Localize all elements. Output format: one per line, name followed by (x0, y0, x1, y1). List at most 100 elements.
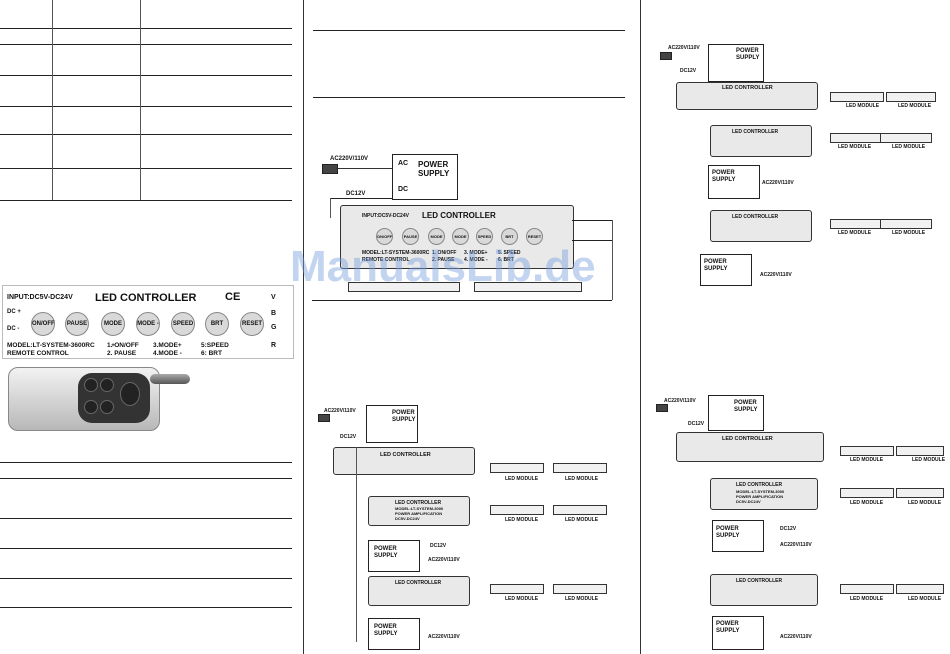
led-module (840, 584, 894, 594)
button-brt[interactable]: BRT (205, 312, 229, 336)
ac-input-label: AC220V/110V (780, 542, 812, 548)
led-module (490, 505, 544, 515)
led-module-label: LED MODULE (908, 500, 942, 506)
button-mode-plus[interactable]: MODE + (101, 312, 125, 349)
power-supply-label: POWER SUPPLY (704, 259, 728, 272)
button-pause[interactable]: PAUSE (65, 312, 89, 336)
remote-key (120, 382, 140, 406)
amplifier-unit (368, 576, 470, 606)
ce-mark: CE (225, 291, 241, 303)
panel-f6: 6: BRT (201, 350, 222, 357)
panel-f4: 4.MODE - (153, 350, 182, 357)
led-module (886, 92, 936, 102)
power-supply-label: POWER SUPPLY (712, 170, 736, 183)
power-supply-label: POWER SUPPLY (734, 400, 758, 413)
led-module (348, 282, 460, 292)
diagram-button: ON/OFF (376, 228, 393, 245)
led-module (896, 488, 944, 498)
led-module (896, 446, 944, 456)
diagram-button: PAUSE (402, 228, 419, 245)
led-module-label: LED MODULE (565, 476, 599, 482)
ac-input-label: AC220V/110V (762, 180, 794, 186)
controller-f6: 6. BRT (498, 257, 514, 263)
power-supply-box (708, 44, 764, 82)
controller-panel-photo: INPUT:DC5V-DC24V LED CONTROLLER CE V B G… (2, 285, 294, 359)
led-module (880, 219, 932, 229)
controller-title: LED CONTROLLER (722, 85, 773, 91)
led-module-label: LED MODULE (892, 230, 926, 236)
ac-input-label: AC220V/110V (664, 398, 696, 404)
dc12v-label: DC12V (680, 68, 697, 74)
dc12v-label: DC12V (688, 421, 705, 427)
diagram-button: RESET (526, 228, 543, 245)
led-module (553, 463, 607, 473)
power-supply-label: POWER SUPPLY (392, 410, 416, 423)
led-module-label: LED MODULE (565, 517, 599, 523)
panel-input-label: INPUT:DC5V-DC24V (7, 294, 73, 301)
led-module (490, 463, 544, 473)
led-module-label: LED MODULE (898, 103, 932, 109)
panel-f3: 3.MODE+ (153, 342, 182, 349)
remote-key (100, 378, 114, 392)
controller-title: LED CONTROLLER (422, 211, 496, 220)
ac-input-label: AC220V/110V (330, 156, 369, 162)
led-module-label: LED MODULE (505, 476, 539, 482)
amplifier-unit (710, 210, 812, 242)
button-mode-minus[interactable]: MODE - (136, 312, 160, 336)
led-module-label: LED MODULE (850, 457, 884, 463)
led-module (490, 584, 544, 594)
controller-f4: 4. MODE - (464, 257, 488, 263)
power-supply-box (708, 395, 764, 431)
amplifier-unit (368, 496, 470, 526)
power-supply-box (366, 405, 418, 443)
power-supply-box (700, 254, 752, 286)
panel-remote: REMOTE CONTROL (7, 350, 69, 357)
ac-input-label: AC220V/110V (780, 634, 812, 640)
amplifier-unit (710, 125, 812, 157)
power-supply-label: POWER SUPPLY (374, 624, 398, 637)
controller-input-label: INPUT:DC5V-DC24V (362, 213, 409, 219)
panel-dc-plus: DC + (7, 309, 21, 315)
led-module-label: LED MODULE (892, 144, 926, 150)
diagram-button: BRT (501, 228, 518, 245)
remote-key (100, 400, 114, 414)
power-supply-label: POWER SUPPLY (418, 160, 450, 178)
dc12v-label: DC12V (430, 543, 447, 549)
ac-terminal-label: AC (398, 160, 409, 167)
led-module-label: LED MODULE (850, 500, 884, 506)
controller-title: LED CONTROLLER (380, 452, 431, 458)
panel-b-label: B (271, 310, 277, 317)
button-speed[interactable]: SPEED (171, 312, 195, 336)
diagram-button: MODE (428, 228, 445, 245)
diagram-button: SPEED (476, 228, 493, 245)
led-module (840, 488, 894, 498)
led-module-label: LED MODULE (846, 103, 880, 109)
amplifier-title: LED CONTROLLER (732, 214, 779, 220)
power-supply-label: POWER SUPPLY (736, 48, 760, 61)
led-module-label: LED MODULE (505, 596, 539, 602)
panel-g-label: G (271, 324, 277, 331)
led-module-label: LED MODULE (838, 230, 872, 236)
led-module (553, 505, 607, 515)
amplifier-power: POWER AMPLIFICATION (736, 494, 784, 499)
led-module (830, 219, 884, 229)
power-supply-label: POWER SUPPLY (716, 621, 740, 634)
diagram-button: MODE (452, 228, 469, 245)
button-on-off[interactable]: ON/OFF (31, 312, 55, 336)
led-module (830, 133, 884, 143)
dc12v-label: DC12V (340, 434, 357, 440)
button-reset[interactable]: RESET (240, 312, 264, 336)
led-module (830, 92, 884, 102)
led-module (880, 133, 932, 143)
ac-plug (318, 414, 330, 422)
power-supply-box (708, 165, 760, 199)
amplifier-power: POWER AMPLIFICATION (395, 511, 443, 516)
led-module-label: LED MODULE (908, 596, 942, 602)
controller-f5: 5. SPEED (498, 250, 521, 256)
led-module (896, 584, 944, 594)
remote-key (84, 378, 98, 392)
ac-input-label: AC220V/110V (668, 45, 700, 51)
amplifier-title: LED CONTROLLER (736, 578, 783, 584)
led-module (840, 446, 894, 456)
panel-f1: 1. ON/OFF (107, 342, 139, 349)
